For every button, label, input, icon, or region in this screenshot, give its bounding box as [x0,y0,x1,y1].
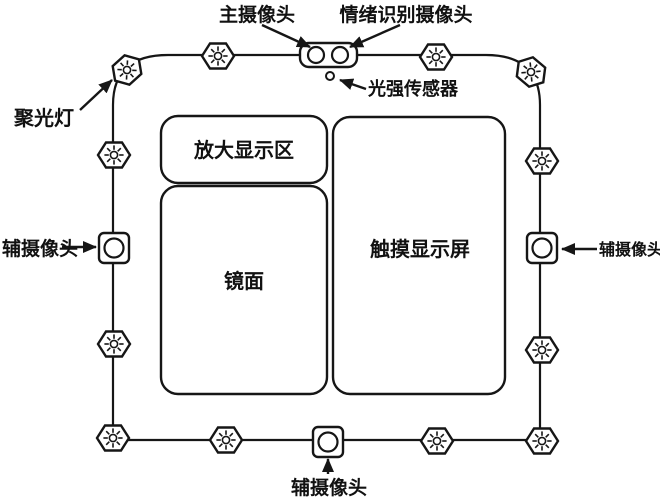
magnify-display-label: 放大显示区 [193,138,294,162]
spotlight-icon [208,426,244,454]
magnify-display-panel [159,114,329,185]
spotlight-icon [509,50,553,94]
spotlight-arrow [79,79,113,111]
aux-camera-bottom-label: 辅摄像头 [291,476,367,499]
touch-display-panel [331,115,507,396]
aux-camera-right-icon [525,231,559,265]
emotion-camera-label: 情绪识别摄像头 [339,3,472,26]
spotlight-icon [96,141,132,169]
main-camera-arrow [261,23,311,49]
touch-display-label: 触摸显示屏 [370,237,470,261]
mirror-surface-panel [159,184,329,396]
aux-camera-left-icon [97,231,131,265]
light-sensor-arrow [339,78,367,91]
emotion-camera-arrow [349,23,401,49]
spotlight-icon [524,336,560,364]
spotlight-icon [95,424,131,452]
spotlight-icon [418,43,454,71]
aux-camera-bottom-icon [311,425,345,459]
aux-camera-left-label: 辅摄像头 [2,237,78,260]
panel-group [159,114,507,396]
spotlight-icon [524,427,560,455]
dual-camera-module-icon [298,41,359,69]
spotlight-icon [200,42,236,70]
spotlight-icon [105,48,149,92]
main-camera-label: 主摄像头 [219,3,295,26]
mirror-surface-label: 镜面 [224,269,264,293]
light-sensor-label: 光强传感器 [367,78,459,100]
spotlight-icon [96,330,132,358]
spotlight-icon [524,147,560,175]
callout-arrows [62,23,597,474]
spotlight-icon [419,427,455,455]
spotlight-label: 聚光灯 [13,106,74,130]
light-sensor-icon [325,71,335,81]
aux-camera-right-label: 辅摄像头 [599,240,660,259]
